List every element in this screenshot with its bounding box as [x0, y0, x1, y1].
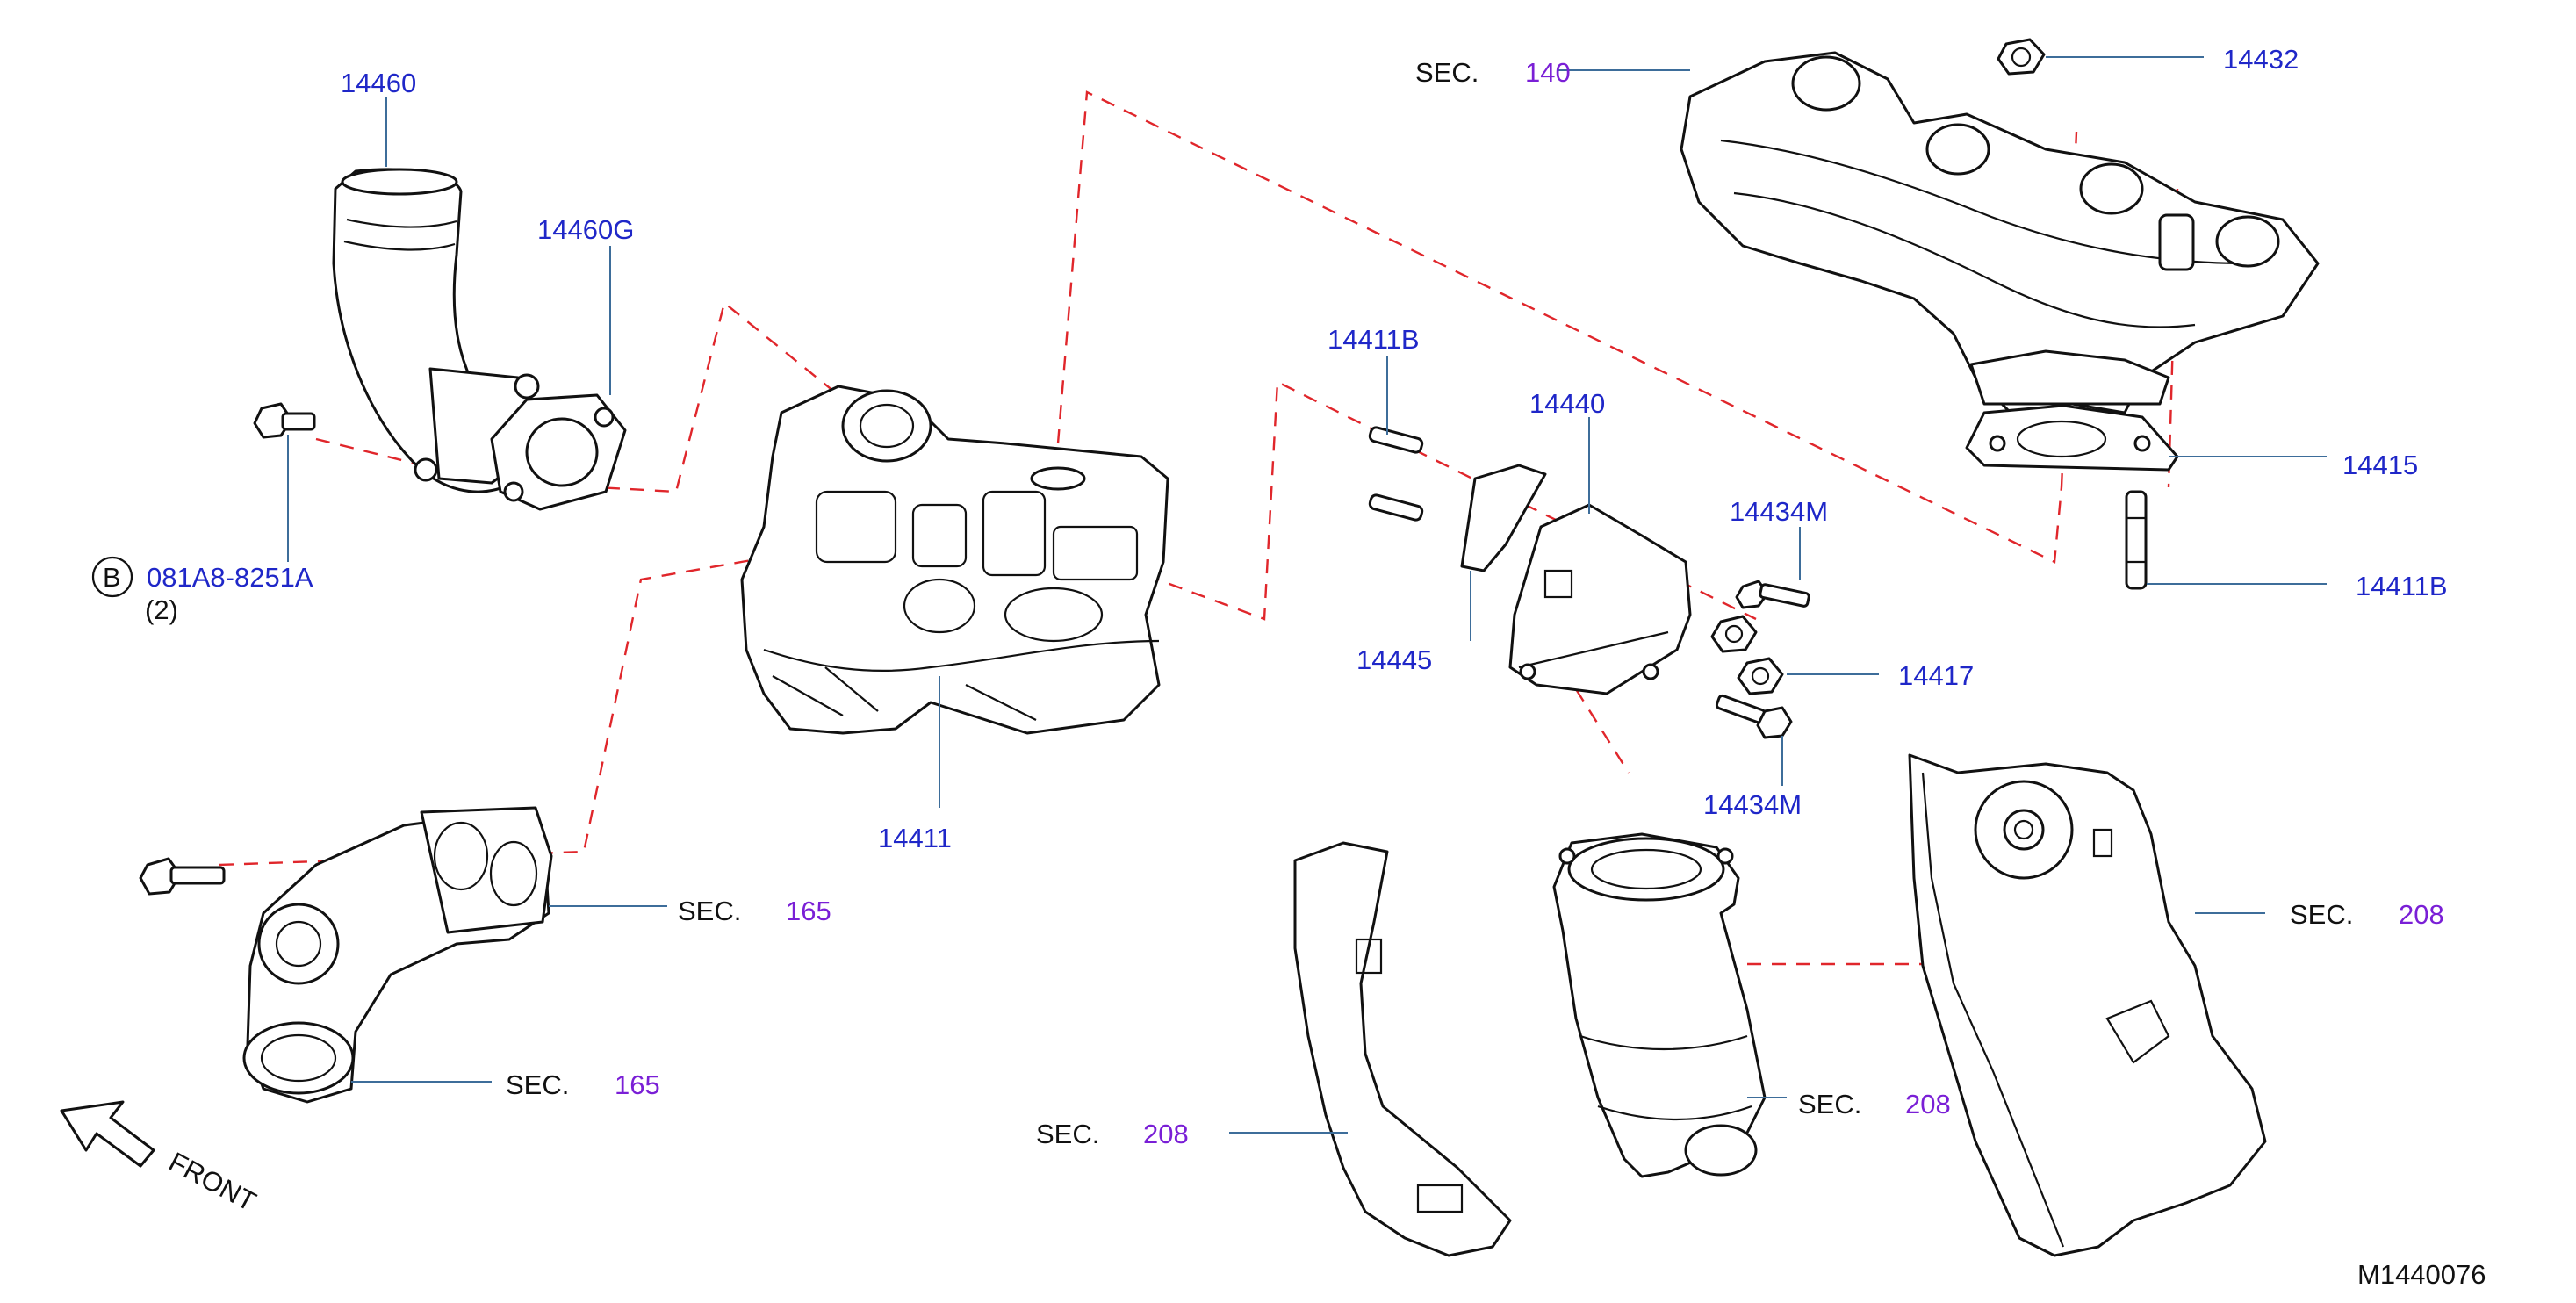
- svg-text:165: 165: [615, 1069, 660, 1100]
- stud-14411b-left-part: [1368, 426, 1424, 522]
- front-label: FRONT: [164, 1146, 262, 1217]
- nut-14417-part: [1710, 615, 1784, 695]
- diagram-code: M1440076: [2357, 1259, 2486, 1290]
- callout-14415: 14415: [2342, 450, 2418, 480]
- svg-text:208: 208: [2399, 899, 2444, 930]
- front-arrow-icon: [60, 1100, 155, 1168]
- callout-14411b-left: 14411B: [1328, 324, 1420, 355]
- bolt-symbol-icon: B: [91, 556, 133, 598]
- svg-text:165: 165: [786, 896, 831, 926]
- svg-text:208: 208: [1143, 1119, 1189, 1149]
- callout-14440: 14440: [1529, 388, 1605, 419]
- leader-lines: [287, 56, 2327, 1134]
- bolt-14434m-top-part: [1735, 580, 1810, 609]
- gasket-14445-part: [1460, 464, 1547, 572]
- sec-ref-cover-right: SEC. 208: [2290, 899, 2444, 930]
- sec-ref-top-manifold: SEC. 140: [1415, 57, 1571, 88]
- callout-14411: 14411: [878, 823, 952, 853]
- svg-text:SEC.: SEC.: [1036, 1119, 1099, 1149]
- nut-14432-part: [1997, 38, 2046, 76]
- callout-14445: 14445: [1356, 644, 1432, 675]
- svg-text:SEC.: SEC.: [2290, 899, 2353, 930]
- gasket-14415-part: [1965, 404, 2179, 472]
- svg-text:SEC.: SEC.: [1798, 1089, 1861, 1119]
- callout-bolt-part: 081A8-8251A: [147, 562, 313, 593]
- cover-sec208-part: [1908, 753, 2267, 1257]
- manifold-sec140-part: [1680, 51, 2320, 414]
- bolt-left-part: [139, 857, 226, 896]
- sec-ref-shield-lower: SEC. 208: [1036, 1119, 1189, 1149]
- gasket-14460g-part: [490, 393, 627, 511]
- stud-14411b-right-part: [2125, 490, 2148, 590]
- svg-text:SEC.: SEC.: [1415, 57, 1479, 88]
- svg-text:SEC.: SEC.: [678, 896, 741, 926]
- elbow-sec165-part: [242, 806, 553, 1104]
- callout-14417: 14417: [1898, 660, 1974, 691]
- pipe-14460-part: [332, 168, 542, 493]
- callout-14434m-top: 14434M: [1730, 496, 1828, 527]
- section-references: SEC. 140 SEC. 165 SEC. 165 SEC. 208 SEC.…: [506, 57, 2444, 1149]
- callout-14411b-right: 14411B: [2356, 571, 2448, 601]
- turbo-14411-part: [740, 385, 1169, 735]
- sec-ref-left-lower: SEC. 165: [506, 1069, 660, 1100]
- callout-bolt-qty: (2): [145, 594, 178, 625]
- heat-shield-sec208-part: [1293, 841, 1512, 1257]
- callout-14460g: 14460G: [537, 214, 634, 245]
- bracket-14440-part: [1508, 503, 1692, 695]
- callout-14460: 14460: [341, 68, 416, 98]
- svg-text:SEC.: SEC.: [506, 1069, 569, 1100]
- bolt-14434m-bottom-part: [1715, 694, 1793, 739]
- sec-ref-left-upper: SEC. 165: [678, 896, 831, 926]
- svg-text:B: B: [103, 562, 121, 593]
- sec-ref-converter: SEC. 208: [1798, 1089, 1951, 1119]
- svg-text:208: 208: [1905, 1089, 1951, 1119]
- callout-14434m-bottom: 14434M: [1703, 789, 1802, 820]
- callout-labels: 14460 14460G B 081A8-8251A (2) 14411 144…: [91, 44, 2448, 853]
- svg-text:140: 140: [1525, 57, 1571, 88]
- converter-sec208-part: [1552, 832, 1767, 1178]
- bolt-081a8-part: [253, 402, 316, 439]
- callout-14432: 14432: [2223, 44, 2299, 75]
